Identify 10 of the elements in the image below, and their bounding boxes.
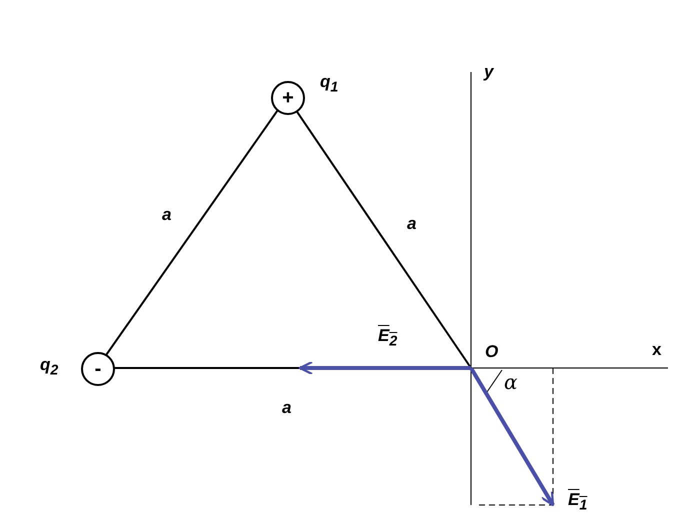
charge-circle: - [81, 352, 115, 386]
triangle-side [295, 110, 472, 369]
charge-circle: + [271, 81, 305, 115]
point-label: O [485, 342, 498, 362]
axis-label: y [484, 62, 494, 82]
charge-label: q$_{1}$ [320, 72, 338, 98]
charge-label: q$_{2}$ [40, 355, 58, 380]
vector-arrow [298, 360, 471, 376]
axis-label: x [652, 340, 662, 360]
angle-label: α [504, 372, 518, 392]
